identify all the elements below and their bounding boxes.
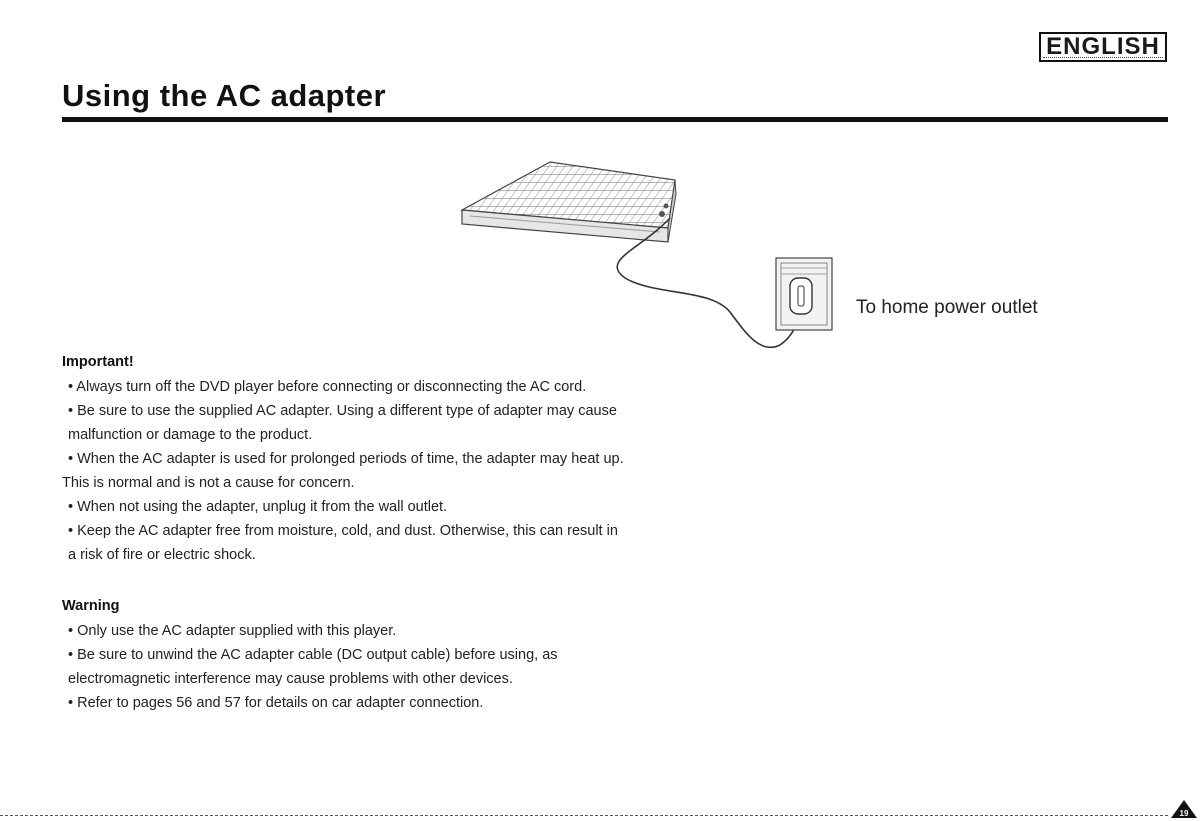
- warning-heading: Warning: [62, 598, 120, 614]
- important-section: Important! • Always turn off the DVD pla…: [62, 350, 742, 567]
- page-number-triangle-icon: 19: [1171, 800, 1197, 818]
- warning-line: • Be sure to unwind the AC adapter cable…: [68, 647, 558, 663]
- important-line: a risk of fire or electric shock.: [68, 547, 256, 563]
- important-line: • When the AC adapter is used for prolon…: [68, 451, 624, 467]
- title-rule: [62, 117, 1168, 122]
- important-line: malfunction or damage to the product.: [68, 427, 313, 443]
- important-line: • Be sure to use the supplied AC adapter…: [68, 403, 617, 419]
- page-number: 19: [1180, 809, 1189, 818]
- page-title: Using the AC adapter: [62, 78, 387, 113]
- dvd-player-to-wall-outlet-icon: [459, 161, 833, 348]
- important-line: This is normal and is not a cause for co…: [62, 475, 355, 491]
- warning-section: Warning • Only use the AC adapter suppli…: [62, 594, 682, 715]
- language-badge: ENGLISH: [1039, 32, 1167, 62]
- warning-line: electromagnetic interference may cause p…: [68, 671, 513, 687]
- important-line: • Always turn off the DVD player before …: [68, 379, 587, 395]
- outlet-label: To home power outlet: [856, 297, 1038, 318]
- warning-line: • Only use the AC adapter supplied with …: [68, 623, 397, 639]
- important-heading: Important!: [62, 354, 134, 370]
- important-line: • Keep the AC adapter free from moisture…: [68, 523, 618, 539]
- warning-line: • Refer to pages 56 and 57 for details o…: [68, 695, 484, 711]
- important-line: • When not using the adapter, unplug it …: [68, 499, 448, 515]
- footer-rule: [0, 815, 1168, 816]
